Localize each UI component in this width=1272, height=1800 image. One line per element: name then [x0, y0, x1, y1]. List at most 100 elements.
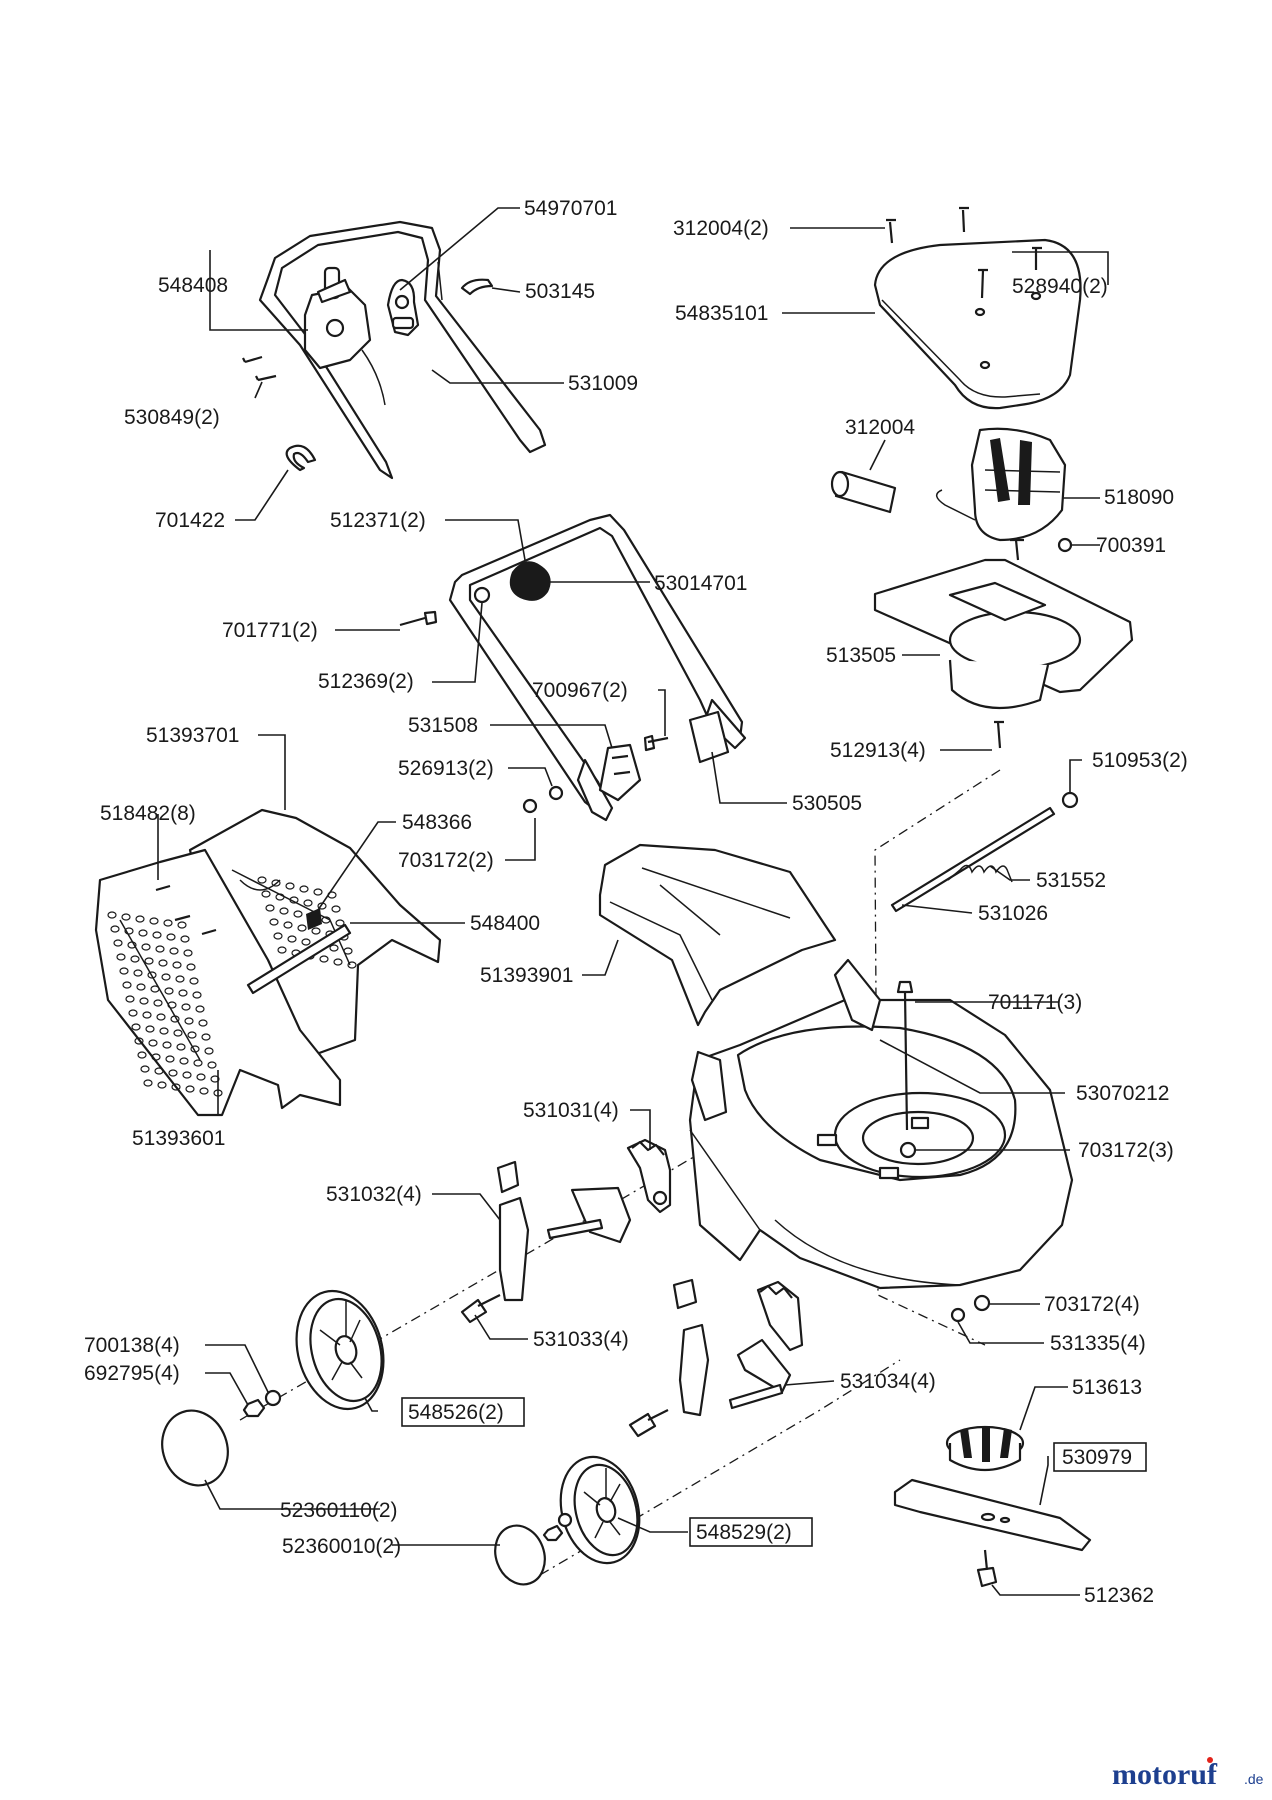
mesh-hole	[183, 949, 193, 957]
mesh-hole	[257, 876, 267, 884]
label-512362: 512362	[1084, 1584, 1154, 1607]
mesh-hole	[210, 1075, 220, 1083]
mesh-hole	[301, 938, 311, 946]
bolt-front	[628, 1409, 669, 1438]
mesh-hole	[116, 953, 126, 961]
lever-531032-front	[672, 1278, 710, 1417]
mesh-hole	[319, 955, 329, 963]
mesh-hole	[172, 961, 182, 969]
label-548529: 548529(2)	[696, 1521, 792, 1544]
label-703172-3: 703172(3)	[1078, 1139, 1174, 1162]
mesh-hole	[207, 1061, 217, 1069]
lower-handle-53014701	[448, 513, 747, 822]
height-adjuster-531031-front	[756, 1280, 804, 1352]
mesh-hole	[147, 971, 157, 979]
label-531552: 531552	[1036, 869, 1106, 892]
label-700391: 700391	[1096, 534, 1166, 557]
mesh-hole	[138, 929, 148, 937]
mesh-hole	[180, 935, 190, 943]
label-528940: 528940(2)	[1012, 275, 1108, 298]
label-692795: 692795(4)	[84, 1362, 180, 1385]
handle-bar-548400	[246, 923, 352, 995]
mesh-hole	[122, 981, 132, 989]
mesh-hole	[289, 896, 299, 904]
mesh-hole	[156, 1013, 166, 1021]
screws-530849	[242, 355, 277, 382]
mesh-hole	[299, 885, 309, 893]
axis-line-front-wheel	[539, 1359, 901, 1576]
label-53014701: 53014701	[654, 572, 747, 595]
axle-bracket-531034	[728, 1338, 792, 1410]
mesh-hole	[185, 1085, 195, 1093]
mesh-hole	[144, 957, 154, 965]
mesh-hole	[303, 899, 313, 907]
mesh-hole	[329, 944, 339, 952]
mesh-hole	[136, 983, 146, 991]
mesh-hole	[204, 1047, 214, 1055]
motor-cover-54835101	[873, 238, 1082, 410]
mesh-hole	[164, 987, 174, 995]
mesh-hole	[155, 945, 165, 953]
mesh-hole	[157, 1081, 167, 1089]
label-548408: 548408	[158, 274, 228, 297]
mesh-hole	[177, 921, 187, 929]
label-531508: 531508	[408, 714, 478, 737]
mower-deck-53070212	[688, 958, 1074, 1290]
mesh-hole	[110, 925, 120, 933]
mesh-hole	[153, 999, 163, 1007]
box-548526	[401, 1397, 525, 1427]
grassbox-lower-51393601	[94, 848, 342, 1117]
label-531032: 531032(4)	[326, 1183, 422, 1206]
hubcap-52360010	[494, 1524, 546, 1586]
mesh-hole	[125, 995, 135, 1003]
mesh-hole	[265, 904, 275, 912]
label-53070212: 53070212	[1076, 1082, 1169, 1105]
label-548400: 548400	[470, 912, 540, 935]
mesh-hole	[169, 947, 179, 955]
motoruf-logo: motoruf .de	[1112, 1757, 1264, 1791]
label-513505: 513505	[826, 644, 896, 667]
label-51393901: 51393901	[480, 964, 573, 987]
label-51393601: 51393601	[132, 1127, 225, 1150]
label-701171: 701171(3)	[988, 991, 1082, 1014]
label-518482: 518482(8)	[100, 802, 196, 825]
front-wheel-548529	[559, 1455, 641, 1565]
washer-526913	[548, 785, 564, 801]
mesh-hole	[167, 1001, 177, 1009]
label-512369: 512369(2)	[318, 670, 414, 693]
logo-brand: motoruf	[1112, 1758, 1218, 1791]
mesh-hole	[275, 893, 285, 901]
label-52360110: 52360110(2)	[280, 1499, 398, 1522]
mesh-hole	[182, 1071, 192, 1079]
axis-line-motor	[874, 769, 1001, 1346]
mesh-hole	[335, 919, 345, 927]
blade-adapter-513613	[945, 1425, 1025, 1471]
mesh-hole	[152, 931, 162, 939]
motor-518090	[936, 427, 1067, 561]
washer-front	[557, 1512, 573, 1528]
mesh-hole	[190, 1045, 200, 1053]
label-54835101: 54835101	[675, 302, 768, 325]
mesh-hole	[186, 963, 196, 971]
logo-accent-dot	[1207, 1757, 1213, 1763]
mesh-hole	[261, 890, 271, 898]
mesh-hole	[279, 907, 289, 915]
mesh-hole	[287, 935, 297, 943]
mesh-hole	[195, 1005, 205, 1013]
mesh-hole	[271, 879, 281, 887]
screws-518482	[155, 884, 217, 936]
clip-503145	[460, 278, 494, 296]
label-312004-2: 312004(2)	[673, 217, 769, 240]
height-adjuster-531031	[626, 1138, 672, 1214]
mesh-hole	[161, 973, 171, 981]
nut-703172-deck	[899, 1141, 917, 1159]
label-530849: 530849(2)	[124, 406, 220, 429]
mesh-hole	[313, 888, 323, 896]
mesh-hole	[193, 1059, 203, 1067]
mesh-hole	[269, 918, 279, 926]
mesh-hole	[168, 1069, 178, 1077]
mesh-hole	[140, 1065, 150, 1073]
label-512371: 512371(2)	[330, 509, 426, 532]
mesh-hole	[119, 967, 129, 975]
mesh-hole	[343, 947, 353, 955]
